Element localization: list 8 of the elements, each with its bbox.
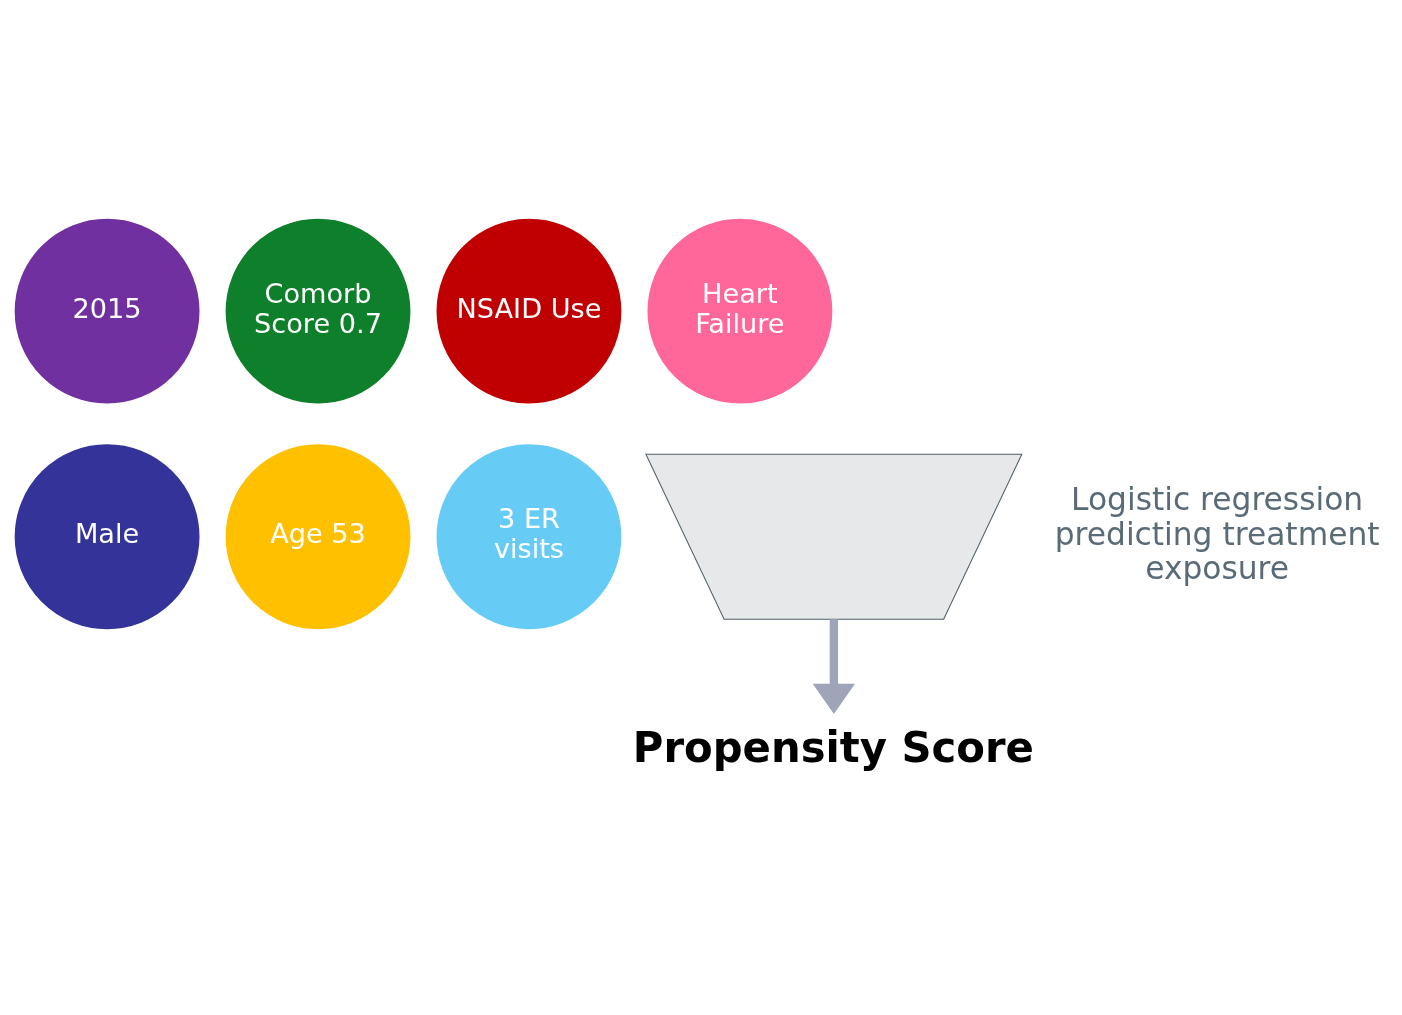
node-circle: NSAID Use	[433, 215, 625, 407]
node-circle: 2015	[11, 215, 203, 407]
label: Logistic regression predicting treatment exposure	[1054, 480, 1380, 586]
node-circle: Heart Failure	[644, 215, 836, 407]
node-funnel	[645, 453, 1023, 620]
arrow	[812, 618, 856, 714]
node-text: Propensity Score	[632, 722, 1034, 772]
node-circle: Comorb Score 0.7	[222, 215, 414, 407]
